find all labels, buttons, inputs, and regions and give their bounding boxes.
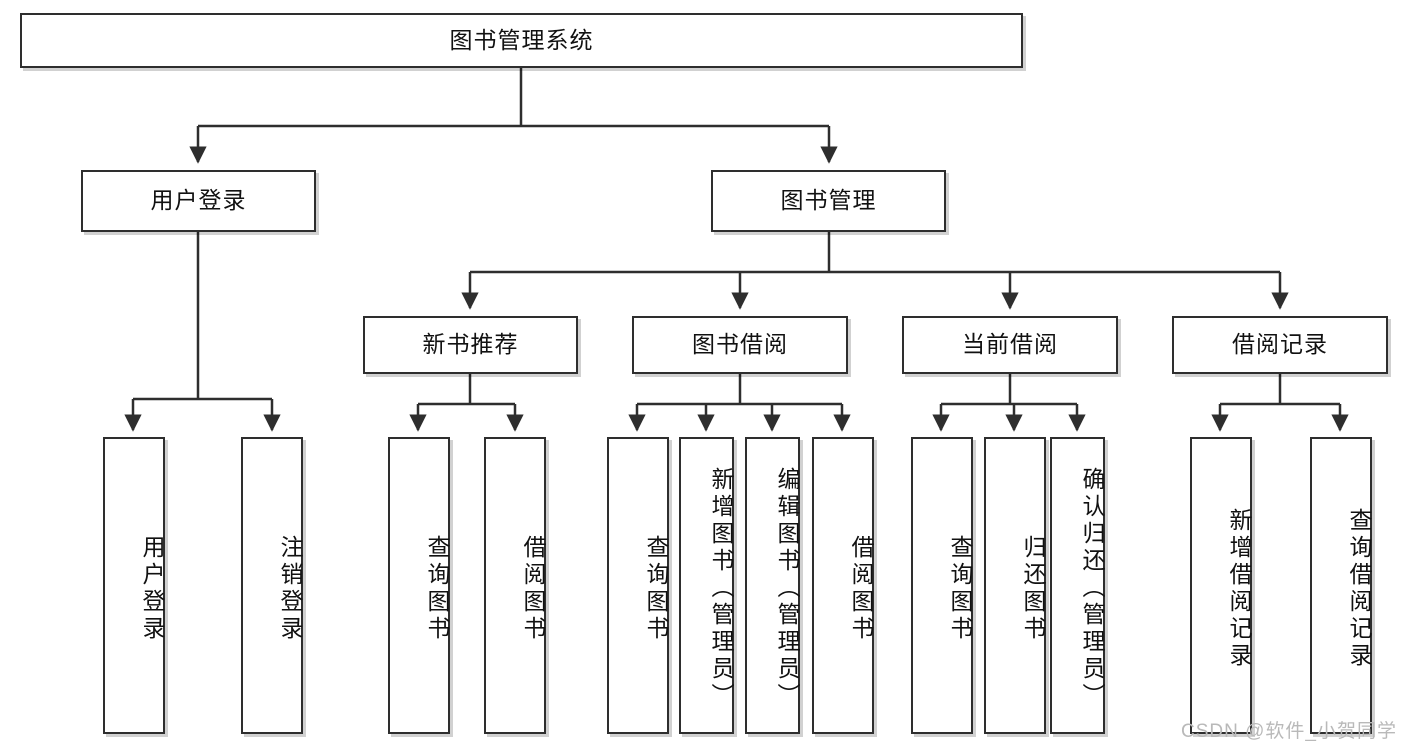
node-leaf-borrow-book-2[interactable]: 借阅图书 bbox=[812, 437, 874, 734]
node-new-book-rec[interactable]: 新书推荐 bbox=[363, 316, 578, 374]
node-leaf-query-book-1-label: 查询图书 bbox=[424, 534, 450, 643]
node-leaf-query-book-1[interactable]: 查询图书 bbox=[388, 437, 450, 734]
csdn-watermark: CSDN @软件_小贺同学 bbox=[1181, 721, 1397, 742]
node-leaf-edit-book[interactable]: 编辑图书（管理员） bbox=[745, 437, 800, 734]
node-borrow-record-label: 借阅记录 bbox=[1232, 331, 1328, 358]
node-root[interactable]: 图书管理系统 bbox=[20, 13, 1023, 68]
node-leaf-logout-label: 注销登录 bbox=[277, 534, 303, 643]
node-leaf-add-record[interactable]: 新增借阅记录 bbox=[1190, 437, 1252, 734]
node-leaf-confirm-return-label: 确认归还（管理员） bbox=[1079, 467, 1105, 710]
node-book-manage-label: 图书管理 bbox=[780, 187, 877, 214]
node-leaf-query-record[interactable]: 查询借阅记录 bbox=[1310, 437, 1372, 734]
node-leaf-add-book[interactable]: 新增图书（管理员） bbox=[679, 437, 734, 734]
node-leaf-query-book-3[interactable]: 查询图书 bbox=[911, 437, 973, 734]
node-leaf-query-book-2[interactable]: 查询图书 bbox=[607, 437, 669, 734]
node-user-login[interactable]: 用户登录 bbox=[81, 170, 316, 232]
node-leaf-return-book[interactable]: 归还图书 bbox=[984, 437, 1046, 734]
node-book-borrow-label: 图书借阅 bbox=[692, 331, 788, 358]
node-leaf-add-record-label: 新增借阅记录 bbox=[1226, 507, 1252, 670]
node-leaf-user-login[interactable]: 用户登录 bbox=[103, 437, 165, 734]
node-leaf-logout[interactable]: 注销登录 bbox=[241, 437, 303, 734]
node-leaf-edit-book-label: 编辑图书（管理员） bbox=[774, 467, 800, 710]
node-leaf-query-book-3-label: 查询图书 bbox=[947, 534, 973, 643]
node-leaf-borrow-book-2-label: 借阅图书 bbox=[848, 534, 874, 643]
node-leaf-confirm-return[interactable]: 确认归还（管理员） bbox=[1050, 437, 1105, 734]
node-book-manage[interactable]: 图书管理 bbox=[711, 170, 946, 232]
node-new-book-rec-label: 新书推荐 bbox=[422, 331, 519, 358]
node-leaf-return-book-label: 归还图书 bbox=[1020, 534, 1046, 643]
node-leaf-query-record-label: 查询借阅记录 bbox=[1346, 507, 1372, 670]
node-leaf-add-book-label: 新增图书（管理员） bbox=[708, 467, 734, 710]
node-borrow-record[interactable]: 借阅记录 bbox=[1172, 316, 1388, 374]
node-leaf-borrow-book-1[interactable]: 借阅图书 bbox=[484, 437, 546, 734]
node-current-borrow-label: 当前借阅 bbox=[962, 331, 1058, 358]
node-leaf-query-book-2-label: 查询图书 bbox=[643, 534, 669, 643]
node-leaf-borrow-book-1-label: 借阅图书 bbox=[520, 534, 546, 643]
node-book-borrow[interactable]: 图书借阅 bbox=[632, 316, 848, 374]
node-user-login-label: 用户登录 bbox=[150, 187, 247, 214]
node-current-borrow[interactable]: 当前借阅 bbox=[902, 316, 1118, 374]
node-root-label: 图书管理系统 bbox=[449, 26, 594, 53]
node-leaf-user-login-label: 用户登录 bbox=[139, 534, 165, 643]
